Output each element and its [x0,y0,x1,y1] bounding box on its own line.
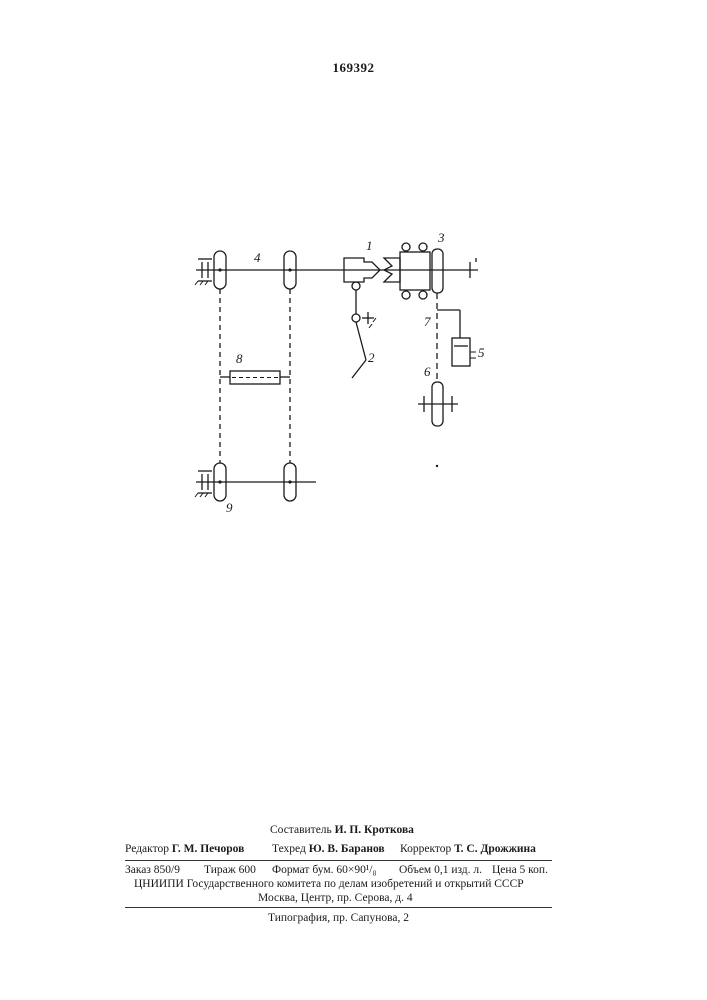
lever-2 [352,360,366,378]
actuator-5 [452,338,470,366]
techred-line: Техред Ю. В. Баранов [272,843,385,855]
compiler-line: Составитель И. П. Кроткова [270,824,414,836]
techred-name: Ю. В. Баранов [309,843,385,855]
volume: Объем 0,1 изд. л. [399,864,482,876]
label-2: 2 [368,350,375,365]
label-1: 1 [366,238,373,253]
corrector-line: Корректор Т. С. Дрожжина [400,843,536,855]
gear-3 [432,249,443,293]
footer-rule-top [125,860,552,861]
lever-pivot-bottom [352,314,360,322]
paper-format: Формат бум. 60×90¹/₈ [272,864,377,876]
editor-line: Редактор Г. М. Печоров [125,843,244,855]
label-8: 8 [236,351,243,366]
editor-name: Г. М. Печоров [172,843,244,855]
publisher-org: ЦНИИПИ Государственного комитета по дела… [134,878,524,890]
label-4: 4 [254,250,261,265]
compiler-label: Составитель [270,824,332,836]
label-7: 7 [424,314,431,329]
footer-rule-bottom [125,907,552,908]
corrector-label: Корректор [400,843,451,855]
techred-label: Техред [272,843,306,855]
label-9: 9 [226,500,233,515]
label-6: 6 [424,364,431,379]
corrector-name: Т. С. Дрожжина [454,843,536,855]
price: Цена 5 коп. [492,864,548,876]
label-3: 3 [437,230,445,245]
publisher-address: Москва, Центр, пр. Серова, д. 4 [258,892,413,904]
compiler-name: И. П. Кроткова [335,824,414,836]
label-5: 5 [478,345,485,360]
editor-label: Редактор [125,843,169,855]
circulation: Тираж 600 [204,864,256,876]
housing-7 [400,252,430,290]
order-number: Заказ 850/9 [125,864,180,876]
printing-house: Типография, пр. Сапунова, 2 [268,912,409,924]
lever-pivot-top [352,282,360,290]
